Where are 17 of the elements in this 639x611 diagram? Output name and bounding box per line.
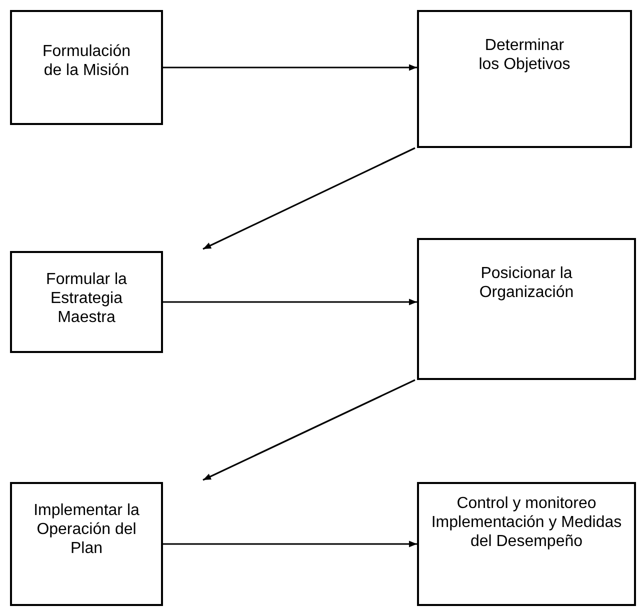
arrow (163, 64, 417, 71)
box-label: Formular la Estrategia Maestra (45, 270, 128, 327)
process-box (417, 238, 636, 380)
box-label: Implementar la Operación del Plan (32, 501, 140, 558)
process-box (10, 251, 163, 353)
process-box (417, 482, 636, 606)
arrow (163, 298, 417, 306)
process-box (417, 10, 632, 148)
box-label: Formulación de la Misión (41, 42, 132, 80)
process-box (10, 10, 163, 125)
process-box (10, 482, 163, 606)
box-label: Posicionar la Organización (478, 264, 575, 302)
arrow (163, 540, 417, 548)
arrow (202, 147, 416, 250)
box-label: Determinar los Objetivos (478, 36, 572, 74)
box-label: Control y monitoreo Implementación y Medidas del Desempeño (430, 494, 623, 551)
arrow (202, 379, 416, 481)
